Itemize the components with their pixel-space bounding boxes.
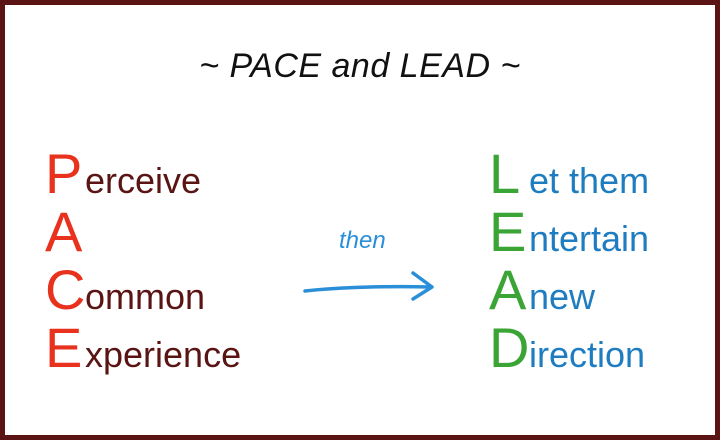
lead-word-rest: irection	[529, 334, 646, 375]
then-label: then	[339, 227, 386, 254]
lead-initial: D	[489, 316, 530, 379]
pace-initial: P	[45, 142, 83, 205]
lead-initial: A	[489, 258, 527, 321]
lead-word-rest: et them	[529, 160, 650, 201]
pace-initial: C	[45, 258, 86, 321]
lead-word-rest: new	[529, 276, 596, 317]
lead-initial: L	[489, 142, 521, 205]
pace-row: A	[45, 203, 241, 261]
pace-word-rest: ommon	[85, 276, 206, 317]
pace-word-rest: xperience	[85, 334, 242, 375]
pace-initial: E	[45, 316, 83, 379]
diagram-title: ~ PACE and LEAD ~	[199, 47, 521, 85]
pace-initial: A	[45, 200, 83, 263]
lead-initial: E	[489, 200, 527, 263]
lead-word-rest: ntertain	[529, 218, 650, 259]
lead-row: A new	[489, 261, 649, 319]
pace-word-rest: erceive	[85, 160, 202, 201]
right-arrow-icon	[303, 271, 434, 301]
